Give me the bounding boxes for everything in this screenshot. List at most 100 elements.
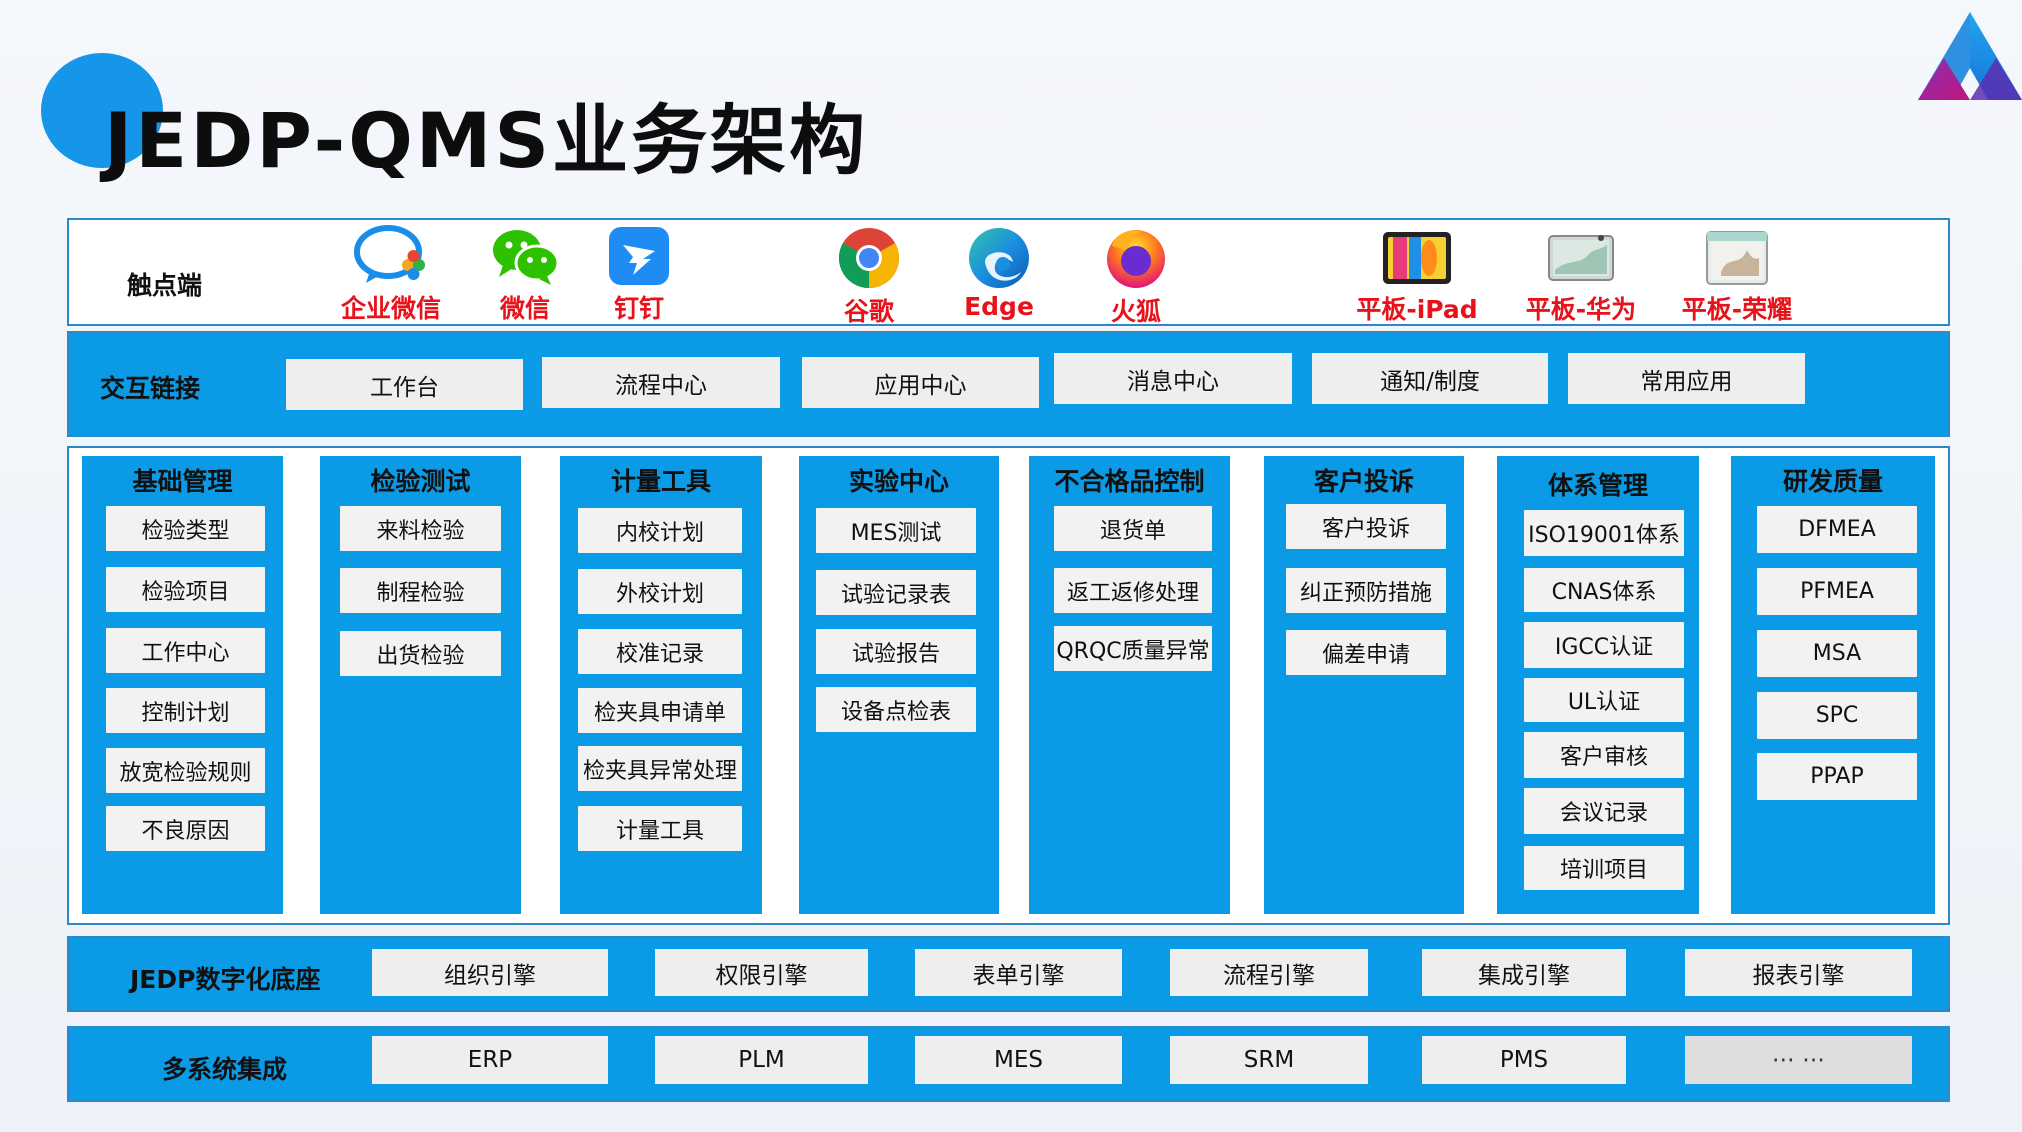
module-title: 客户投诉	[1313, 467, 1414, 496]
module-title: 体系管理	[1547, 471, 1648, 500]
brand-logo-icon	[1918, 12, 2022, 100]
module-customer-complaints: 客户投诉 客户投诉 纠正预防措施 偏差申请	[1264, 456, 1464, 914]
honor-tablet-icon	[1706, 231, 1768, 285]
huawei-tablet-icon	[1548, 235, 1614, 281]
module-item[interactable]: 不良原因	[106, 806, 265, 851]
touch-item-wecom[interactable]: 企业微信	[326, 225, 456, 325]
integration-item-srm[interactable]: SRM	[1170, 1036, 1368, 1084]
platform-item-process-engine[interactable]: 流程引擎	[1170, 949, 1368, 996]
module-item[interactable]: PPAP	[1757, 753, 1917, 800]
module-item[interactable]: 设备点检表	[816, 687, 976, 732]
interaction-item-notice[interactable]: 通知/制度	[1312, 353, 1548, 404]
module-item[interactable]: 培训项目	[1524, 846, 1684, 890]
module-inspection-testing: 检验测试 来料检验 制程检验 出货检验	[320, 456, 521, 914]
platform-item-permission-engine[interactable]: 权限引擎	[655, 949, 868, 996]
touch-label-huawei-tablet: 平板-华为	[1525, 295, 1637, 324]
interaction-item-app-center[interactable]: 应用中心	[802, 357, 1039, 408]
touch-item-chrome[interactable]: 谷歌	[804, 226, 934, 328]
dingtalk-icon	[609, 227, 669, 285]
module-item[interactable]: ISO19001体系	[1524, 510, 1684, 556]
module-item[interactable]: 退货单	[1054, 506, 1212, 551]
module-item[interactable]: 会议记录	[1524, 788, 1684, 834]
module-measurement-tools: 计量工具 内校计划 外校计划 校准记录 检夹具申请单 检夹具异常处理 计量工具	[560, 456, 762, 914]
interaction-item-common-apps[interactable]: 常用应用	[1568, 353, 1805, 404]
interaction-label: 交互链接	[100, 374, 201, 403]
touch-label-wechat: 微信	[499, 294, 550, 323]
touch-label-firefox: 火狐	[1110, 297, 1161, 326]
module-item[interactable]: 工作中心	[106, 628, 265, 673]
module-nonconformance-control: 不合格品控制 退货单 返工返修处理 QRQC质量异常	[1029, 456, 1230, 914]
module-title: 计量工具	[610, 467, 711, 496]
module-item[interactable]: 出货检验	[340, 631, 501, 676]
module-title: 不合格品控制	[1054, 467, 1205, 496]
module-item[interactable]: 检夹具异常处理	[578, 746, 742, 791]
chrome-icon	[838, 228, 900, 288]
integration-item-more[interactable]: ⋯ ⋯	[1685, 1036, 1912, 1084]
touch-label-wecom: 企业微信	[340, 294, 441, 323]
module-item[interactable]: MES测试	[816, 508, 976, 553]
platform-item-form-engine[interactable]: 表单引擎	[915, 949, 1122, 996]
module-item[interactable]: 客户审核	[1524, 732, 1684, 778]
module-title: 实验中心	[848, 467, 949, 496]
integration-item-mes[interactable]: MES	[915, 1036, 1122, 1084]
integration-item-erp[interactable]: ERP	[372, 1036, 608, 1084]
touch-item-firefox[interactable]: 火狐	[1071, 226, 1201, 328]
module-item[interactable]: 放宽检验规则	[106, 748, 265, 793]
module-item[interactable]: 来料检验	[340, 506, 501, 551]
touch-item-edge[interactable]: Edge	[934, 226, 1064, 321]
module-item[interactable]: 控制计划	[106, 688, 265, 733]
platform-item-org-engine[interactable]: 组织引擎	[372, 949, 608, 996]
interaction-item-message-center[interactable]: 消息中心	[1054, 353, 1292, 404]
touch-label-chrome: 谷歌	[843, 297, 894, 326]
touch-label-honor-tablet: 平板-荣耀	[1681, 295, 1793, 324]
module-lab-center: 实验中心 MES测试 试验记录表 试验报告 设备点检表	[799, 456, 999, 914]
integration-item-plm[interactable]: PLM	[655, 1036, 868, 1084]
module-title: 基础管理	[132, 467, 233, 496]
module-item[interactable]: 检夹具申请单	[578, 688, 742, 733]
touchpoint-label: 触点端	[127, 271, 203, 300]
integration-label: 多系统集成	[162, 1055, 288, 1084]
integration-item-pms[interactable]: PMS	[1422, 1036, 1626, 1084]
module-item[interactable]: 试验记录表	[816, 570, 976, 615]
firefox-icon	[1107, 230, 1165, 288]
module-item[interactable]: 计量工具	[578, 806, 742, 851]
page-title: JEDP-QMS业务架构	[104, 96, 869, 185]
wechat-icon	[493, 230, 560, 285]
title-decoration-circle	[41, 53, 163, 168]
module-item[interactable]: 内校计划	[578, 508, 742, 553]
touch-label-dingtalk: 钉钉	[613, 294, 664, 323]
module-item[interactable]: IGCC认证	[1524, 622, 1684, 668]
module-item[interactable]: MSA	[1757, 630, 1917, 677]
module-item[interactable]: 试验报告	[816, 629, 976, 674]
touch-label-ipad: 平板-iPad	[1356, 295, 1478, 324]
module-item[interactable]: UL认证	[1524, 678, 1684, 722]
touch-item-ipad[interactable]: 平板-iPad	[1352, 228, 1482, 326]
interaction-item-process-center[interactable]: 流程中心	[542, 357, 780, 408]
module-item[interactable]: 纠正预防措施	[1286, 568, 1446, 613]
module-item[interactable]: 校准记录	[578, 629, 742, 674]
module-item[interactable]: 外校计划	[578, 569, 742, 614]
module-item[interactable]: 返工返修处理	[1054, 568, 1212, 613]
module-item[interactable]: SPC	[1757, 692, 1917, 739]
module-item[interactable]: PFMEA	[1757, 568, 1917, 615]
touch-item-huawei-tablet[interactable]: 平板-华为	[1516, 228, 1646, 326]
platform-item-report-engine[interactable]: 报表引擎	[1685, 949, 1912, 996]
touch-item-wechat[interactable]: 微信	[460, 225, 590, 325]
interaction-item-workbench[interactable]: 工作台	[286, 359, 523, 410]
module-item[interactable]: QRQC质量异常	[1054, 626, 1212, 671]
module-item[interactable]: 制程检验	[340, 568, 501, 613]
module-item[interactable]: 检验类型	[106, 506, 265, 551]
module-item[interactable]: 客户投诉	[1286, 504, 1446, 549]
module-item[interactable]: DFMEA	[1757, 506, 1917, 553]
platform-item-integration-engine[interactable]: 集成引擎	[1422, 949, 1626, 996]
platform-label: JEDP数字化底座	[130, 965, 321, 994]
module-item[interactable]: 偏差申请	[1286, 630, 1446, 675]
module-system-management: 体系管理 ISO19001体系 CNAS体系 IGCC认证 UL认证 客户审核 …	[1497, 456, 1699, 914]
module-title: 检验测试	[370, 467, 471, 496]
touch-item-honor-tablet[interactable]: 平板-荣耀	[1672, 228, 1802, 326]
edge-icon	[969, 228, 1029, 288]
touch-item-dingtalk[interactable]: 钉钉	[574, 225, 704, 325]
module-title: 研发质量	[1782, 467, 1883, 496]
module-item[interactable]: CNAS体系	[1524, 568, 1684, 612]
module-item[interactable]: 检验项目	[106, 567, 265, 612]
